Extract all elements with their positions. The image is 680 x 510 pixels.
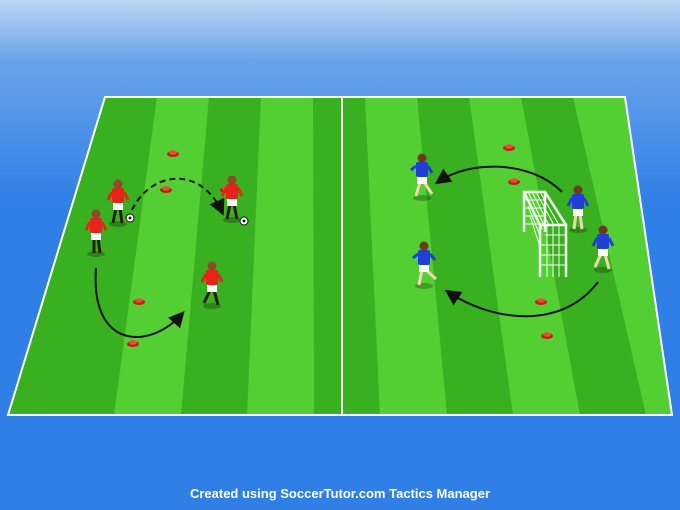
mini-goal (522, 190, 568, 277)
red-player (106, 179, 130, 227)
cone-marker (160, 186, 172, 193)
pitch-stripe (313, 97, 380, 415)
blue-player (410, 153, 434, 201)
pitch-stripe (8, 97, 157, 415)
cone-marker (127, 340, 139, 347)
blue-player (412, 241, 438, 289)
cones (127, 144, 553, 347)
red-player (84, 209, 108, 257)
run-arrow (444, 281, 599, 318)
cone-marker (133, 298, 145, 305)
footer-caption: Created using SoccerTutor.com Tactics Ma… (189, 486, 491, 501)
pitch (6, 96, 674, 416)
pitch-stripe (521, 97, 646, 415)
run-arrow (94, 267, 185, 338)
cone-marker (503, 144, 515, 151)
red-player (220, 175, 244, 223)
cone-marker (508, 178, 520, 185)
blue-player (591, 225, 615, 273)
movement-arrows (94, 165, 599, 338)
red-player (200, 261, 224, 309)
cone-marker (541, 332, 553, 339)
pitch-stripe (181, 97, 261, 415)
cone-marker (167, 150, 179, 157)
pitch-boundary-line (6, 96, 674, 416)
soccer-ball (239, 216, 249, 226)
pitch-diagram (6, 96, 674, 416)
soccer-ball (125, 213, 135, 223)
run-arrow (434, 165, 563, 193)
cone-marker (535, 298, 547, 305)
blue-player (566, 185, 590, 233)
players (84, 153, 615, 309)
dribble-arrow (131, 177, 225, 216)
